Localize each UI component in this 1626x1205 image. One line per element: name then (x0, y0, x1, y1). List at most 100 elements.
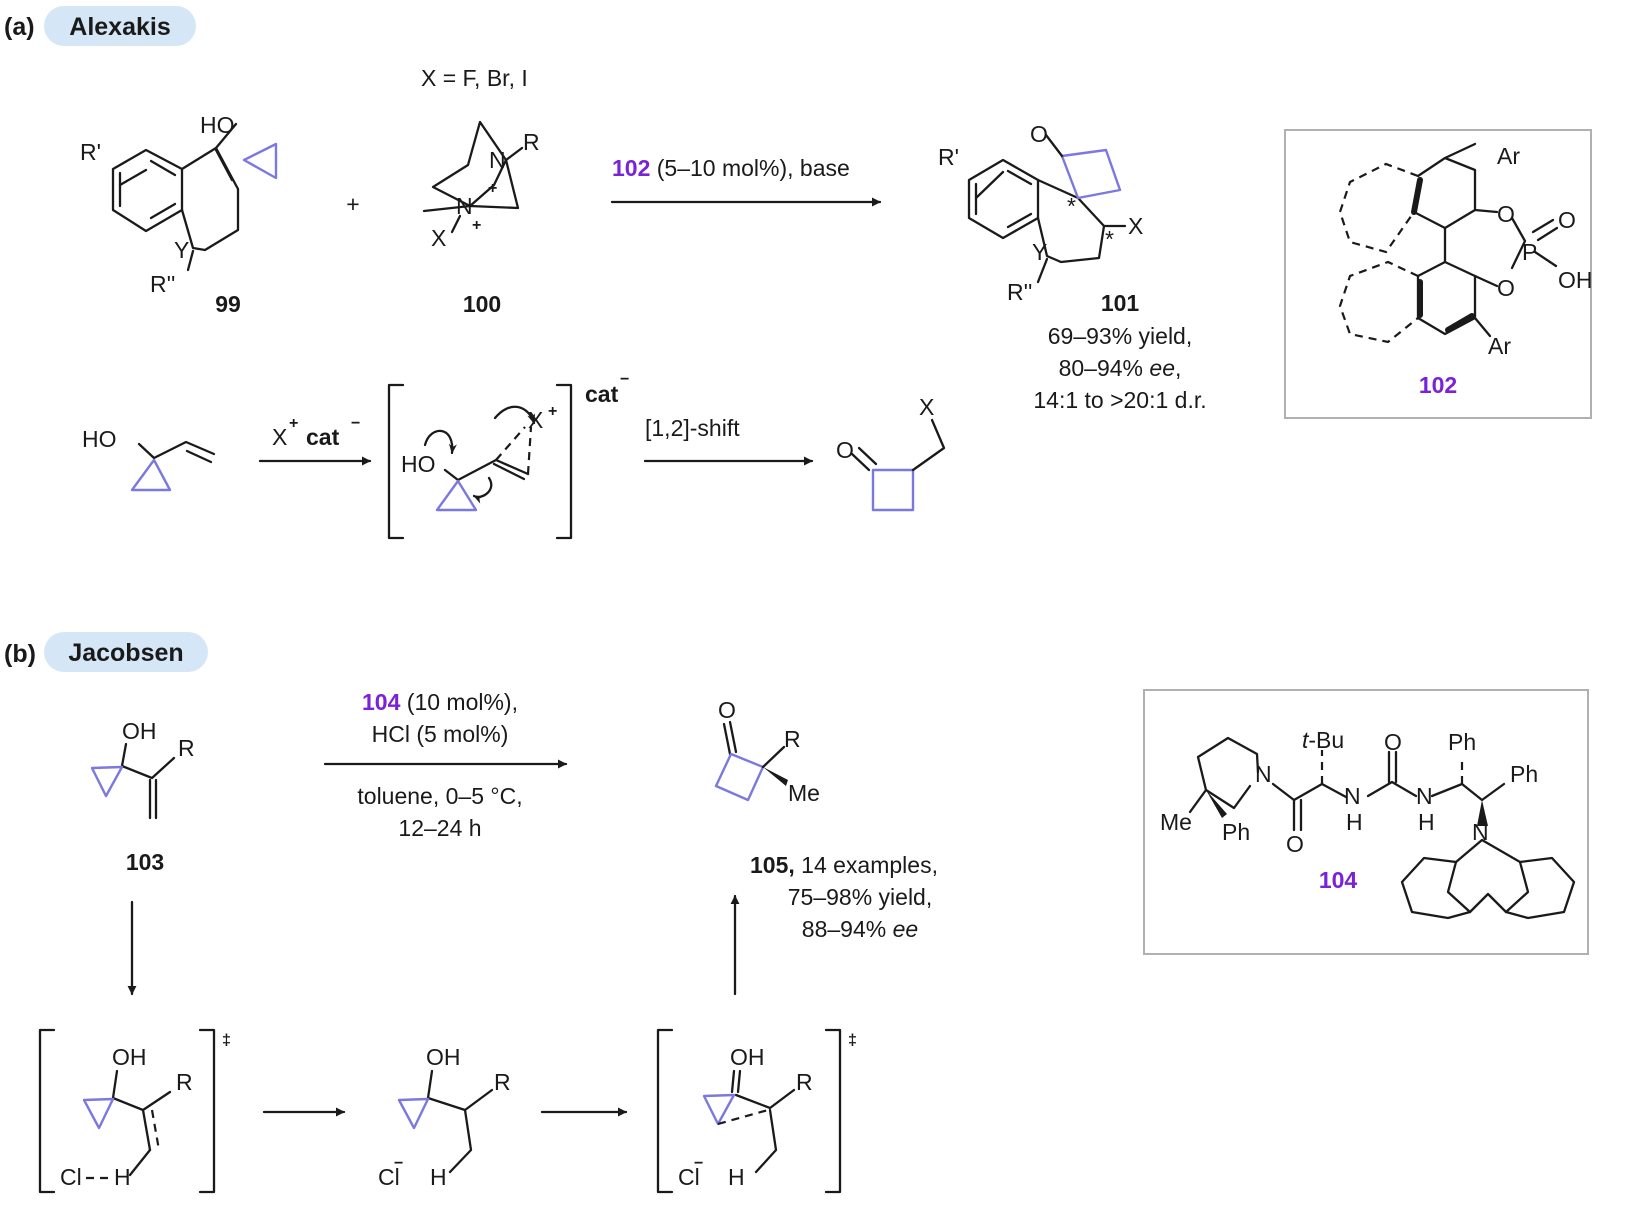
svg-text:[1,2]-shift: [1,2]-shift (645, 415, 740, 441)
svg-text:R: R (494, 1069, 511, 1095)
svg-text:Cl: Cl (678, 1164, 700, 1190)
compound-label-101: 101 (1101, 290, 1140, 316)
yield-b: 75–98% yield, (788, 884, 933, 910)
svg-text:t-Bu: t-Bu (1302, 727, 1344, 753)
conditions-b-line1: 104 (10 mol%), (362, 689, 518, 715)
svg-text:−: − (351, 415, 360, 432)
svg-text:*: * (1105, 226, 1114, 252)
svg-text:R: R (523, 129, 540, 155)
svg-text:N: N (1416, 783, 1433, 809)
svg-text:OH: OH (122, 718, 157, 744)
svg-text:R': R' (80, 139, 101, 165)
conditions-a: 102 (5–10 mol%), base (612, 155, 850, 181)
ee-b: 88–94% ee (802, 916, 918, 942)
svg-text:R': R' (938, 144, 959, 170)
svg-text:O: O (1286, 831, 1304, 857)
catalyst-104-box (1143, 689, 1589, 955)
svg-text:R: R (176, 1069, 193, 1095)
svg-text:H: H (430, 1164, 447, 1190)
svg-text:X: X (431, 225, 446, 251)
panel-a-author-pill (44, 6, 196, 46)
svg-text:−: − (694, 1155, 703, 1172)
ee-a: 80–94% ee, (1059, 355, 1182, 381)
panel-a-letter: (a) (4, 13, 35, 41)
svg-text:O: O (1030, 121, 1048, 147)
panel-a-author: Alexakis (69, 13, 170, 41)
transition-state-2: ‡ OH R Cl − H (656, 1028, 857, 1194)
compound-101: O R' Y R'' X * * 101 (938, 121, 1143, 316)
svg-text:X: X (528, 407, 543, 433)
svg-text:H: H (1346, 809, 1363, 835)
plus-sign: + (346, 191, 359, 217)
reagent-x-definition: X = F, Br, I (421, 65, 528, 91)
svg-text:O: O (1558, 207, 1576, 233)
compound-label-103: 103 (126, 849, 164, 875)
panel-b: (b) Jacobsen OH R 103 104 (10 mol%), HCl… (4, 632, 1589, 1194)
svg-text:X: X (272, 424, 287, 450)
svg-text:Y: Y (174, 237, 189, 263)
mechanism-a: HO X + cat − HO X + cat − [1,2]-shift (82, 371, 946, 540)
svg-text:Me: Me (1160, 809, 1192, 835)
panel-a: (a) Alexakis HO R' Y R'' 99 + X = F, Br,… (4, 6, 1593, 540)
svg-text:O: O (836, 437, 854, 463)
panel-b-author-pill (44, 632, 208, 672)
panel-b-letter: (b) (4, 640, 36, 668)
compound-99: HO R' Y R'' 99 (80, 112, 278, 317)
svg-text:OH: OH (730, 1044, 765, 1070)
svg-text:−: − (394, 1155, 403, 1172)
svg-text:+: + (488, 180, 497, 197)
svg-text:+: + (472, 217, 481, 234)
svg-text:Cl: Cl (60, 1164, 82, 1190)
svg-text:R'': R'' (1007, 279, 1032, 305)
compound-label-99: 99 (215, 291, 241, 317)
conditions-b-line3: toluene, 0–5 °C, (357, 783, 522, 809)
catalyst-102: Ar O O P O OH Ar 102 (1338, 142, 1593, 398)
svg-text:O: O (718, 697, 736, 723)
svg-text:‡: ‡ (848, 1032, 857, 1049)
svg-text:N: N (1472, 819, 1489, 845)
svg-text:O: O (1384, 729, 1402, 755)
carbocation-intermediate: OH R Cl − H (378, 1044, 511, 1190)
catalyst-102-box (1284, 129, 1592, 419)
svg-text:OH: OH (426, 1044, 461, 1070)
conditions-b-line2: HCl (5 mol%) (372, 721, 509, 747)
svg-text:H: H (728, 1164, 745, 1190)
svg-text:+: + (548, 403, 557, 420)
svg-text:N: N (489, 147, 506, 173)
svg-text:Me: Me (788, 780, 820, 806)
svg-text:N: N (1344, 783, 1361, 809)
panel-b-author: Jacobsen (68, 639, 183, 667)
svg-text:Ar: Ar (1488, 333, 1511, 359)
svg-text:R: R (796, 1069, 813, 1095)
svg-text:‡: ‡ (222, 1032, 231, 1049)
svg-text:Ph: Ph (1510, 761, 1538, 787)
svg-text:OH: OH (1558, 267, 1593, 293)
svg-text:+: + (289, 415, 298, 432)
svg-text:O: O (1497, 275, 1515, 301)
svg-text:HO: HO (200, 112, 235, 138)
svg-text:HO: HO (82, 426, 117, 452)
svg-text:X: X (919, 394, 934, 420)
svg-text:N: N (456, 193, 473, 219)
svg-text:cat: cat (585, 381, 619, 407)
svg-text:HO: HO (401, 451, 436, 477)
svg-text:R: R (784, 726, 801, 752)
svg-text:Ph: Ph (1222, 819, 1250, 845)
svg-text:−: − (620, 371, 629, 388)
yield-a: 69–93% yield, (1048, 323, 1193, 349)
svg-text:*: * (1067, 193, 1076, 219)
compound-103: OH R 103 (90, 718, 195, 875)
svg-text:N: N (1255, 761, 1272, 787)
compound-label-102: 102 (1419, 372, 1457, 398)
svg-text:X: X (1128, 213, 1143, 239)
compound-label-104: 104 (1319, 867, 1358, 893)
svg-text:R'': R'' (150, 271, 175, 297)
svg-text:Cl: Cl (378, 1164, 400, 1190)
svg-text:H: H (1418, 809, 1435, 835)
compound-100: N N R + + X 100 (422, 120, 540, 317)
svg-text:Y: Y (1032, 239, 1047, 265)
svg-text:P: P (1522, 239, 1537, 265)
svg-text:cat: cat (306, 424, 340, 450)
svg-text:O: O (1497, 201, 1515, 227)
